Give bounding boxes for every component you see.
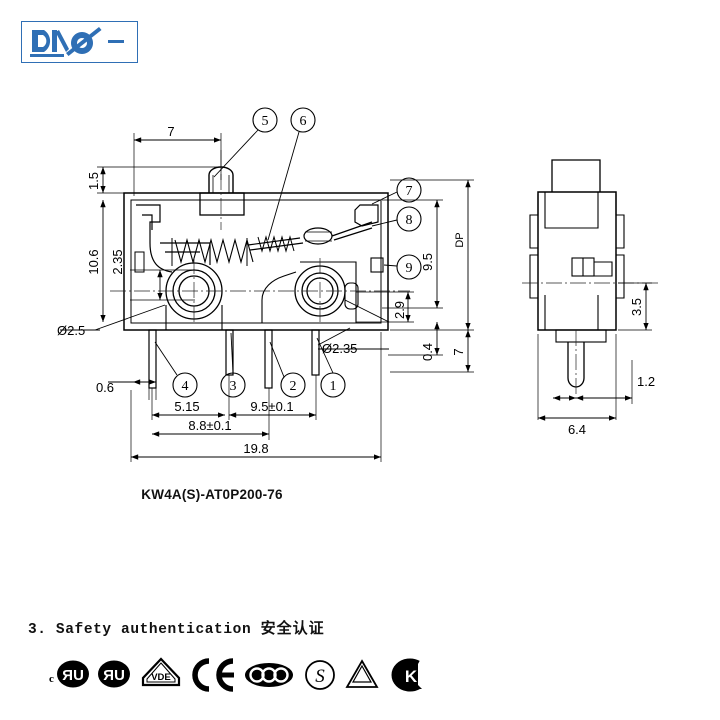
dim-side-1-2: 1.2 (637, 374, 655, 389)
internal-mechanism (134, 204, 211, 273)
ul-mark-icon: UR (98, 660, 130, 688)
svg-text:S: S (315, 666, 325, 687)
part-number-label: KW4A(S)-AT0P200-76 (141, 487, 283, 502)
cul-mark-icon: c UR (49, 660, 89, 688)
safety-title-en: Safety authentication (55, 622, 252, 638)
callout-label-6: 6 (300, 114, 307, 129)
dim-right-2-9: 2.9 (392, 301, 407, 319)
triangle-mark-icon (345, 659, 379, 688)
callout-label-7: 7 (406, 184, 413, 199)
dim-bottom-19-8: 19.8 (243, 441, 268, 456)
dimension-lines (60, 133, 474, 462)
contact-lever (247, 221, 373, 251)
safety-title-cn: 安全认证 (260, 619, 325, 637)
vde-mark-icon: VDE (141, 657, 181, 687)
svg-text:UR: UR (62, 667, 84, 684)
dim-left-1-5: 1.5 (86, 172, 101, 190)
ce-mark-icon (192, 658, 234, 692)
terminal-pins (148, 329, 320, 389)
dim-right-9-5: 9.5 (420, 253, 435, 271)
callout-label-9: 9 (406, 261, 413, 276)
svg-text:c: c (49, 673, 54, 685)
callout-7 (396, 177, 422, 203)
cqc-mark-icon: K (391, 658, 422, 692)
callout-5 (252, 107, 278, 133)
dim-bottom-0-6: 0.6 (96, 380, 114, 395)
ccc-mark-icon (245, 663, 293, 687)
callout-bubbles (154, 107, 422, 398)
callout-label-3: 3 (230, 379, 237, 394)
dim-bottom-8-8: 8.8±0.1 (188, 418, 231, 433)
brand-logo (21, 21, 138, 63)
front-view-body (123, 192, 389, 331)
dim-right-0-4: 0.4 (420, 343, 435, 361)
dim-top-7: 7 (167, 124, 174, 139)
callout-label-5: 5 (262, 114, 269, 129)
dim-bottom-9-5: 9.5±0.1 (250, 399, 293, 414)
safety-number: 3. (28, 622, 47, 638)
dim-hole-right: Ø2.35 (322, 341, 357, 356)
callout-8 (396, 206, 422, 232)
safety-section-heading: 3. Safety authentication 安全认证 (28, 617, 325, 638)
svg-text:K: K (405, 667, 418, 686)
dim-hole-left: Ø2.5 (57, 323, 85, 338)
side-view-dimensions (537, 282, 652, 421)
main-spring (171, 237, 254, 266)
centerlines (110, 150, 410, 325)
side-view-body (537, 159, 617, 331)
svg-text:VDE: VDE (151, 672, 171, 683)
terminal-slot-right (370, 257, 384, 273)
callout-label-2: 2 (290, 379, 297, 394)
certification-marks: c UR UR VDE (46, 652, 422, 698)
body-inner-step (261, 261, 359, 323)
dim-left-10-6: 10.6 (86, 249, 101, 274)
dim-right-dp: DP (454, 232, 466, 247)
dim-side-6-4: 6.4 (568, 422, 586, 437)
callout-2 (280, 372, 306, 398)
plunger (199, 166, 245, 216)
dim-left-2-35: 2.35 (110, 249, 125, 274)
dim-side-3-5: 3.5 (629, 298, 644, 316)
callout-4 (172, 372, 198, 398)
divo-switch-logo-icon (30, 27, 124, 57)
callout-label-8: 8 (406, 213, 413, 228)
callout-label-4: 4 (182, 379, 189, 394)
callout-label-1: 1 (330, 379, 337, 394)
callout-6 (290, 107, 316, 133)
nc-contact (354, 204, 379, 227)
svg-text:UR: UR (103, 667, 125, 684)
s-mark-icon: S (305, 660, 335, 690)
callout-9 (396, 254, 422, 280)
secondary-spring (257, 235, 295, 253)
side-view-detail (529, 192, 625, 343)
dim-bottom-5-15: 5.15 (174, 399, 199, 414)
dim-right-7: 7 (451, 348, 466, 355)
